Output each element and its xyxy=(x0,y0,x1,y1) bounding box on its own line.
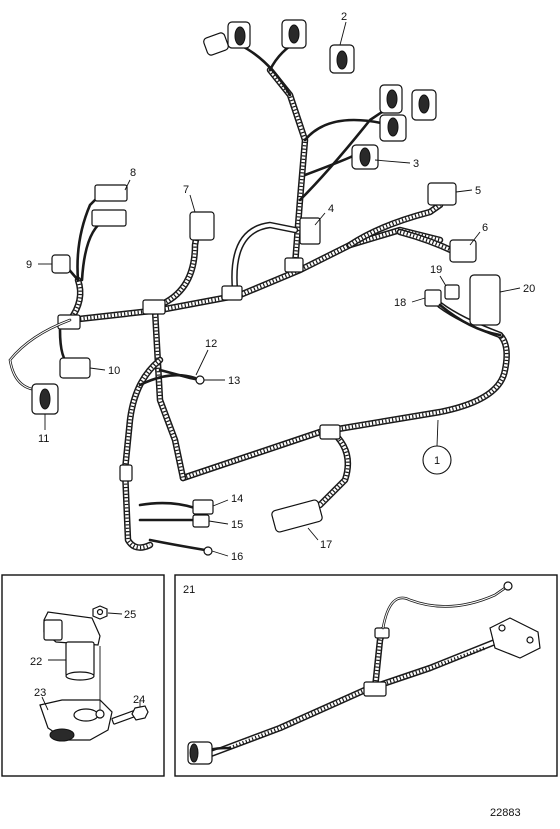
callout-11: 11 xyxy=(38,433,49,445)
callout-3: 3 xyxy=(413,158,419,170)
inset-box-left xyxy=(1,574,165,777)
callout-6: 6 xyxy=(482,222,488,234)
inset-box-right xyxy=(174,574,558,777)
callout-24: 24 xyxy=(133,694,145,706)
callout-23: 23 xyxy=(34,687,46,699)
callout-10: 10 xyxy=(108,365,120,377)
callout-25: 25 xyxy=(124,609,136,621)
junction-sleeves xyxy=(57,257,341,482)
sensor-9 xyxy=(51,254,71,274)
connector-8a xyxy=(94,184,128,202)
callouts: 2 3 4 5 6 7 8 9 10 11 12 13 14 15 16 17 … xyxy=(26,11,535,563)
injector-connector-group xyxy=(203,19,355,74)
connector-10 xyxy=(59,357,91,379)
callout-15: 15 xyxy=(231,519,243,531)
callout-17: 17 xyxy=(320,539,332,551)
ring-terminal-13 xyxy=(195,375,205,385)
callout-9: 9 xyxy=(26,259,32,271)
callout-22: 22 xyxy=(30,656,42,668)
callout-1-circle xyxy=(422,445,452,475)
connector-17 xyxy=(271,499,323,533)
figure-id: 22883 xyxy=(490,807,521,819)
connector-5 xyxy=(427,182,457,206)
callout-4: 4 xyxy=(328,203,334,215)
connector-7 xyxy=(189,211,215,241)
connector-6 xyxy=(449,239,477,263)
callout-21: 21 xyxy=(183,584,195,596)
callout-1: 1 xyxy=(434,455,440,467)
connector-8b xyxy=(91,209,127,227)
module-20 xyxy=(469,274,501,326)
callout-13: 13 xyxy=(228,375,240,387)
callout-8: 8 xyxy=(130,167,136,179)
coil-connector-group xyxy=(351,84,437,170)
connector-18 xyxy=(424,289,442,307)
sensor-inset: 25 22 23 24 xyxy=(1,574,165,777)
callout-19: 19 xyxy=(430,264,442,276)
harness-21-inset: 21 xyxy=(174,574,558,777)
callout-20: 20 xyxy=(523,283,535,295)
callout-14: 14 xyxy=(231,493,243,505)
connector-14 xyxy=(192,499,214,515)
connector-19 xyxy=(444,284,460,300)
ring-terminal xyxy=(503,581,513,591)
main-harness xyxy=(66,66,510,551)
connector-15 xyxy=(192,514,210,528)
callout-16: 16 xyxy=(231,551,243,563)
callout-12: 12 xyxy=(205,338,217,350)
ring-terminal-16 xyxy=(203,546,213,556)
callout-7: 7 xyxy=(183,184,189,196)
connectors xyxy=(31,19,502,556)
callout-5: 5 xyxy=(475,185,481,197)
callout-2: 2 xyxy=(341,11,347,23)
callout-18: 18 xyxy=(394,297,406,309)
